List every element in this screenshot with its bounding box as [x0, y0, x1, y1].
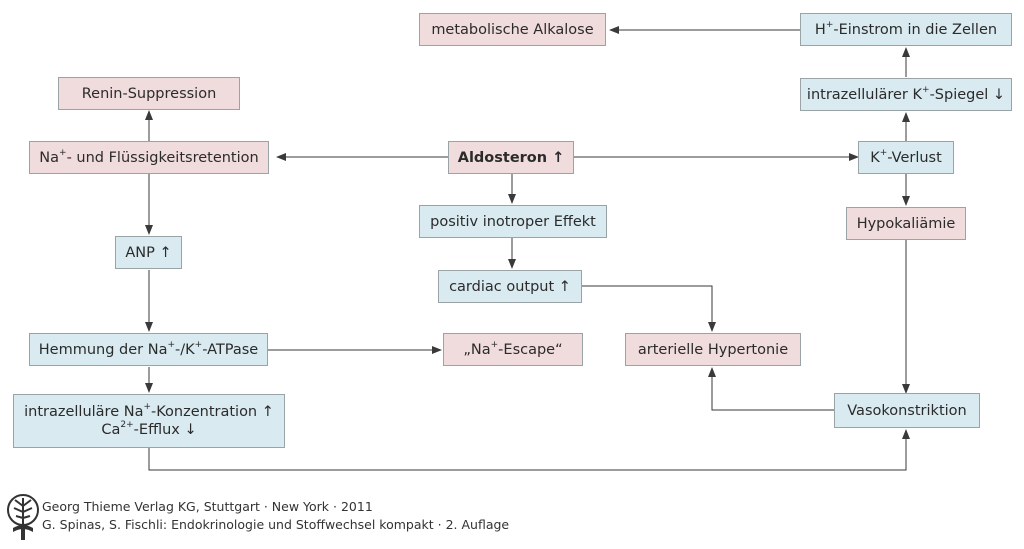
- node-label: Aldosteron ↑: [457, 149, 565, 166]
- node-label: K+-Verlust: [870, 147, 942, 166]
- arrow-intrazellulaere-na-to-vasokonstriktion: [148, 429, 910, 471]
- node-label-line2: Ca2+-Efflux ↓: [101, 420, 197, 438]
- node-label: intrazellulärer K+-Spiegel ↓: [806, 84, 1006, 103]
- node-vasokonstriktion: Vasokonstriktion: [834, 393, 980, 428]
- node-label: arterielle Hypertonie: [637, 341, 789, 358]
- node-anp: ANP ↑: [115, 236, 182, 269]
- node-label: Hypokaliämie: [856, 215, 956, 232]
- arrow-vasokonstriktion-to-hypertonie: [708, 367, 834, 411]
- node-label: metabolische Alkalose: [431, 21, 594, 38]
- footer-publisher-line: Georg Thieme Verlag KG, Stuttgart · New …: [42, 499, 373, 514]
- node-k-verlust: K+-Verlust: [858, 141, 954, 174]
- arrow-cardiac-output-to-hypertonie: [582, 285, 716, 332]
- publisher-tree-logo-icon: [7, 494, 39, 540]
- node-label: Hemmung der Na+-/K+-ATPase: [38, 339, 259, 358]
- node-label: „Na+-Escape“: [463, 339, 563, 358]
- node-label: positiv inotroper Effekt: [430, 213, 596, 230]
- node-label-line1: intrazelluläre Na+-Konzentration ↑: [24, 402, 274, 420]
- node-positiv-inotroper-effekt: positiv inotroper Effekt: [419, 205, 607, 238]
- node-label: Renin-Suppression: [81, 85, 217, 102]
- footer-book-line: G. Spinas, S. Fischli: Endokrinologie un…: [42, 517, 510, 532]
- node-label: ANP ↑: [125, 244, 172, 261]
- node-arterielle-hypertonie: arterielle Hypertonie: [625, 333, 801, 366]
- node-label: Vasokonstriktion: [847, 402, 967, 419]
- node-intrazellulaere-na-konzentration: intrazelluläre Na+-Konzentration ↑ Ca2+-…: [13, 394, 285, 448]
- node-metabolische-alkalose: metabolische Alkalose: [419, 13, 606, 46]
- node-label: Na+- und Flüssigkeitsretention: [39, 147, 259, 166]
- node-aldosteron: Aldosteron ↑: [448, 141, 574, 174]
- node-na-fluessigkeitsretention: Na+- und Flüssigkeitsretention: [29, 141, 269, 174]
- node-cardiac-output: cardiac output ↑: [438, 270, 582, 303]
- node-label: H+-Einstrom in die Zellen: [814, 19, 998, 38]
- node-hemmung-atpase: Hemmung der Na+-/K+-ATPase: [29, 333, 268, 366]
- node-na-escape: „Na+-Escape“: [443, 333, 583, 366]
- node-h-einstrom: H+-Einstrom in die Zellen: [800, 13, 1012, 46]
- node-k-spiegel: intrazellulärer K+-Spiegel ↓: [800, 78, 1012, 111]
- node-label: cardiac output ↑: [449, 278, 571, 295]
- node-renin-suppression: Renin-Suppression: [58, 77, 240, 110]
- node-hypokaliaemie: Hypokaliämie: [846, 207, 966, 240]
